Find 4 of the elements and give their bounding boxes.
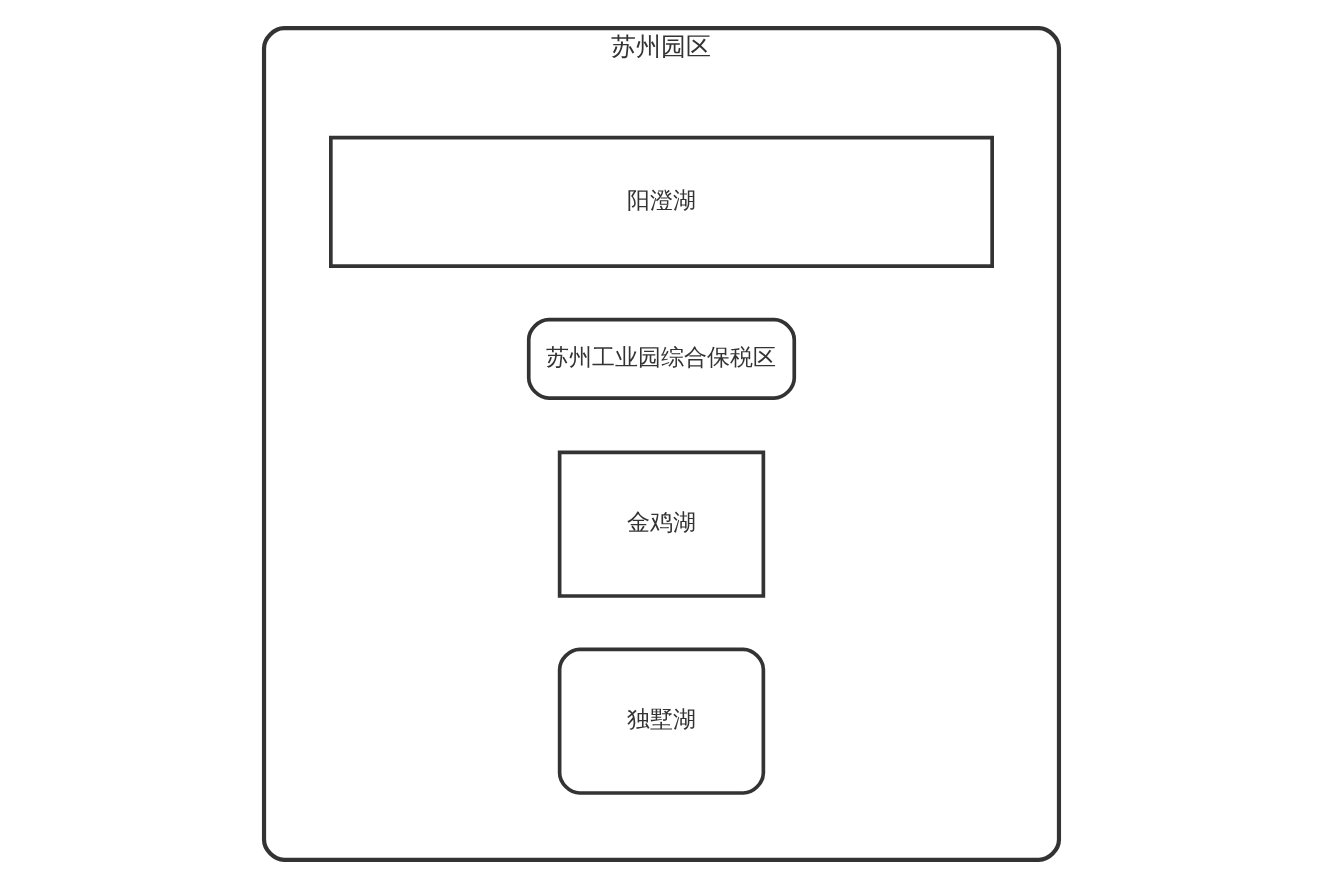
node-box: 阳澄湖 [328, 135, 994, 268]
node-box: 金鸡湖 [557, 450, 765, 598]
node-box: 独墅湖 [557, 647, 765, 795]
node-box: 苏州工业园综合保税区 [526, 317, 796, 400]
